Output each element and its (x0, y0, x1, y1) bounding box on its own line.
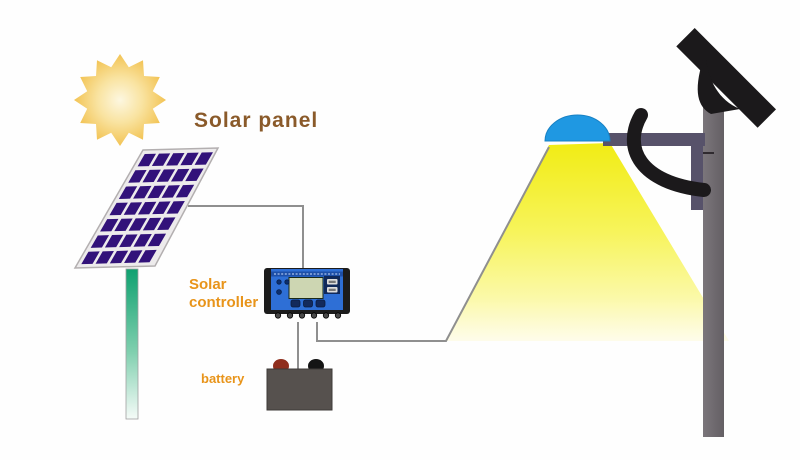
panel-cells (81, 152, 213, 265)
battery-graphic (266, 359, 333, 411)
controller-terminals (274, 312, 342, 319)
wire-panel-to-controller (188, 205, 304, 269)
lamp-arm-arc (626, 108, 711, 197)
wire-controller-to-lamp (316, 146, 550, 342)
controller-indicator-leds (276, 279, 290, 295)
pole-top-solar-panel (676, 28, 776, 128)
panel-mast (125, 268, 139, 420)
controller-lcd (288, 277, 324, 299)
controller-usb-ports (324, 276, 340, 294)
sun-icon (74, 54, 166, 146)
lamp-head (544, 114, 611, 142)
light-beam (446, 143, 729, 341)
controller-buttons (290, 299, 326, 308)
street-pole (703, 107, 724, 437)
solar-panel-graphic (73, 147, 220, 420)
label-battery: battery (201, 371, 245, 386)
solar-controller-device (264, 268, 350, 319)
label-solar-controller: Solar controller (189, 276, 259, 311)
label-solar-panel: Solar panel (194, 109, 319, 132)
battery-body (266, 368, 333, 411)
pole-top-bracket (697, 60, 740, 114)
